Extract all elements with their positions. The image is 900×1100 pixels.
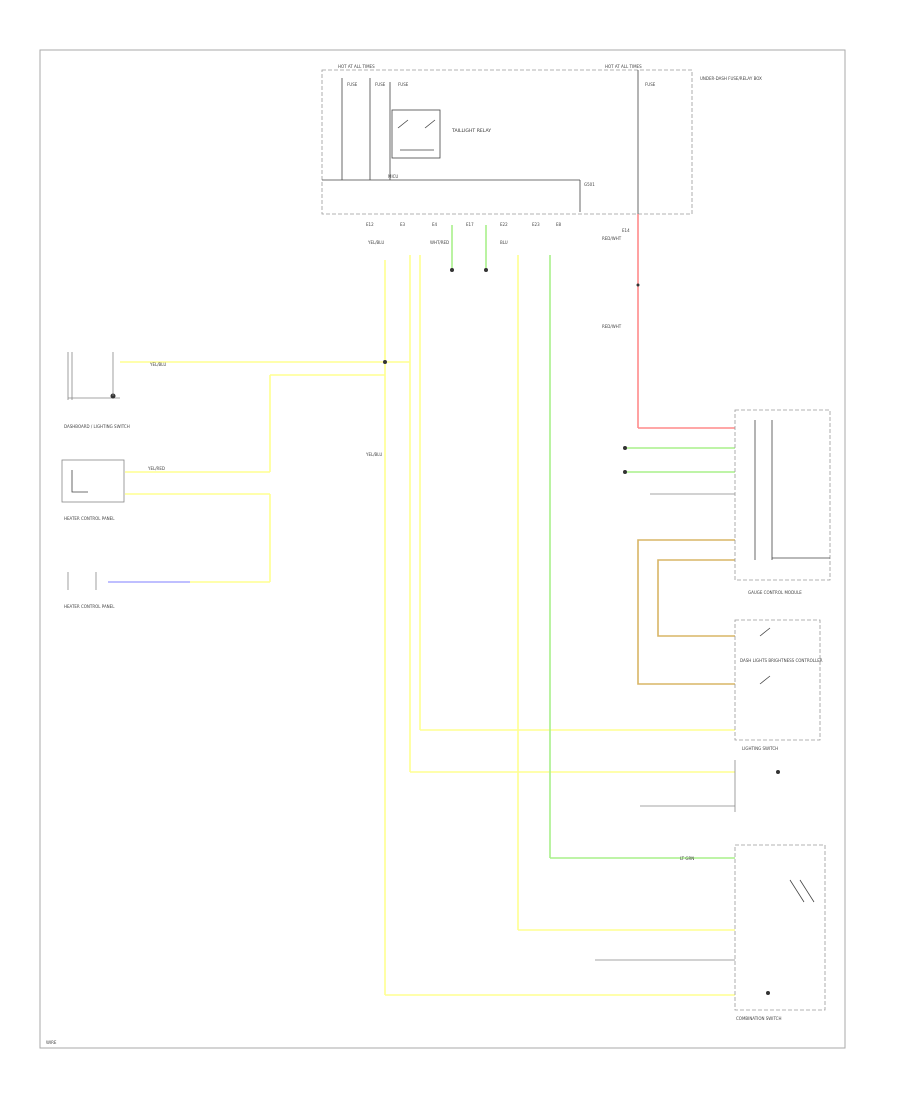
ground-label: G501: [584, 182, 595, 187]
dimmer-component: DASH LIGHTS BRIGHTNESS CONTROLLER: [740, 658, 823, 663]
wire-label-7: RED/WHT: [602, 236, 622, 241]
diagram-border: [39, 49, 846, 1049]
wires: YEL/BLU YEL/BLU YEL/RED WHT/RED BLU LT G…: [108, 214, 735, 996]
combo-switch-component: COMBINATION SWITCH: [736, 1016, 781, 1021]
bottom-label: WIRE: [46, 1040, 57, 1045]
left-mid-component: HEATER CONTROL PANEL: [64, 516, 115, 521]
fuse-label-1: FUSE: [347, 82, 358, 87]
wire-label-2: YEL/BLU: [149, 362, 166, 367]
wire-label-4: WHT/RED: [430, 240, 449, 245]
left-components: DASHBOARD / LIGHTING SWITCH HEATER CONTR…: [61, 352, 130, 609]
fuse-box-left-label: HOT AT ALL TIMES: [338, 64, 375, 69]
fuse-box-name: UNDER-DASH FUSE/RELAY BOX: [700, 76, 762, 81]
fuse-label-3: FUSE: [398, 82, 409, 87]
junction-label: YEL/BLU: [365, 452, 382, 457]
wire-label-8: RED/WHT: [602, 324, 622, 329]
wire-label-6: LT GRN: [680, 856, 694, 861]
pin-8: E14: [622, 228, 630, 233]
relay-label: TAILLIGHT RELAY: [451, 128, 491, 134]
left-bot-component: HEATER CONTROL PANEL: [64, 604, 115, 609]
fuse-relay-box: HOT AT ALL TIMES HOT AT ALL TIMES UNDER-…: [321, 64, 762, 233]
right-components: GAUGE CONTROL MODULE DASH LIGHTS BRIGHTN…: [734, 409, 831, 1021]
instrument-component: GAUGE CONTROL MODULE: [748, 590, 802, 595]
pin-1: E12: [366, 222, 374, 227]
left-top-component: DASHBOARD / LIGHTING SWITCH: [64, 424, 130, 429]
pin-7: E8: [556, 222, 562, 227]
ecu-label: MICU: [388, 174, 398, 179]
pin-2: E3: [400, 222, 406, 227]
wire-label-1: YEL/BLU: [367, 240, 384, 245]
pin-4: E17: [466, 222, 474, 227]
fuse-box-right-label: HOT AT ALL TIMES: [605, 64, 642, 69]
pin-5: E22: [500, 222, 508, 227]
fuse-label-4: FUSE: [645, 82, 656, 87]
wire-label-3: YEL/RED: [147, 466, 165, 471]
lamp-switch-component: LIGHTING SWITCH: [742, 746, 778, 751]
pin-3: E4: [432, 222, 438, 227]
fuse-label-2: FUSE: [375, 82, 386, 87]
pin-6: E23: [532, 222, 540, 227]
wire-label-5: BLU: [500, 240, 508, 245]
